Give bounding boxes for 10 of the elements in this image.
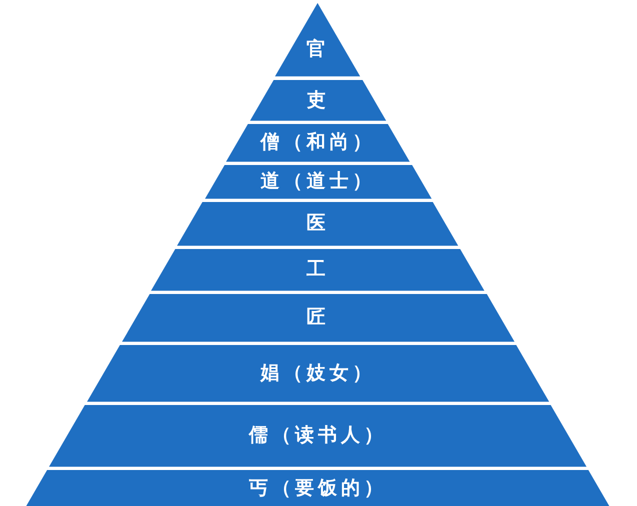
tier-label: 僧（和尚） — [260, 130, 376, 156]
tier-label: 儒（读书人） — [248, 423, 387, 448]
tier-label: 工 — [306, 257, 330, 282]
tier-label: 吏 — [306, 88, 330, 113]
tier-label: 医 — [306, 211, 330, 236]
tier-label: 丐（要饭的） — [248, 476, 387, 501]
tier-label: 娼（妓女） — [260, 360, 376, 386]
tier-label: 道（道士） — [260, 169, 376, 194]
tier-label: 官 — [306, 36, 330, 62]
tier-label: 匠 — [306, 305, 330, 330]
